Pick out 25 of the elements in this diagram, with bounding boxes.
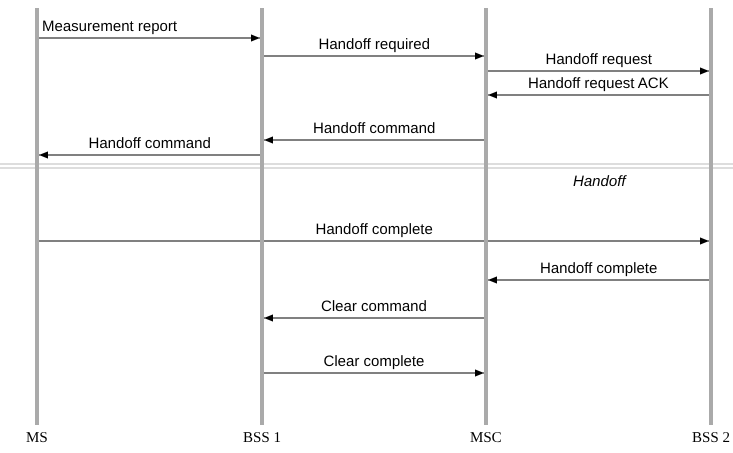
lifeline-label: MS: [26, 430, 48, 447]
message-label: Handoff request ACK: [527, 75, 670, 92]
message-label: Handoff complete: [539, 260, 658, 277]
message-arrow: [264, 136, 484, 144]
message-label: Handoff request: [544, 51, 653, 68]
message-arrow: [488, 91, 710, 99]
lifeline-label: BSS 1: [243, 430, 281, 447]
message-arrow: [264, 314, 484, 322]
lifeline-label: BSS 2: [692, 430, 730, 447]
message-arrow: [488, 67, 710, 75]
message-label: Measurement report: [41, 18, 178, 35]
message-arrow: [38, 237, 710, 245]
lifeline-bar: [260, 8, 264, 425]
message-arrow: [38, 151, 260, 159]
message-arrow: [38, 34, 260, 42]
message-label: Clear complete: [322, 353, 426, 370]
lifeline-bar: [709, 8, 713, 425]
lifeline-bar: [484, 8, 488, 425]
message-arrow: [264, 369, 484, 377]
message-arrow: [264, 52, 484, 60]
lifeline-label: MSC: [470, 430, 502, 447]
message-label: Handoff required: [318, 36, 431, 53]
message-arrow: [488, 276, 710, 284]
lifeline-bar: [35, 8, 39, 425]
message-label: Handoff complete: [314, 221, 434, 238]
